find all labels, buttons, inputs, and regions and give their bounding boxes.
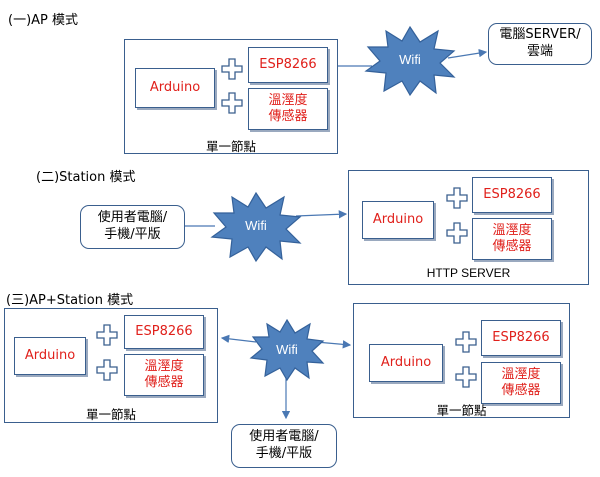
section3-heading: (三)AP+Station 模式 <box>6 293 134 308</box>
section3-right-node-caption: 單一節點 <box>436 403 487 418</box>
section2-sensor-box: 溫溼度 傳感器 <box>472 218 552 260</box>
section3-left-node-caption: 單一節點 <box>85 407 136 422</box>
plus-icon <box>221 92 243 114</box>
section3-right-esp-box: ESP8266 <box>481 320 561 356</box>
connector-wifi-node-2 <box>295 210 348 219</box>
section2-esp-box: ESP8266 <box>472 177 552 213</box>
section2-user-box: 使用者電腦/ 手機/平版 <box>80 205 185 249</box>
section3-left-sensor-box: 溫溼度 傳感器 <box>124 354 204 396</box>
section1-arduino-box: Arduino <box>135 68 215 108</box>
section1-esp-box: ESP8266 <box>248 47 328 83</box>
wifi-burst-icon <box>210 191 302 263</box>
section2-arduino-box: Arduino <box>362 201 434 239</box>
plus-icon <box>446 222 468 244</box>
plus-icon <box>455 331 477 353</box>
section3-right-sensor-box: 溫溼度 傳感器 <box>481 362 561 404</box>
section3-right-arduino-box: Arduino <box>369 344 443 382</box>
plus-icon <box>221 58 243 80</box>
section2-wifi-label: Wifi <box>245 218 267 233</box>
section3-user-box: 使用者電腦/ 手機/平版 <box>231 424 337 468</box>
section1-node-caption: 單一節點 <box>205 139 256 154</box>
section3-wifi-label: Wifi <box>276 342 298 357</box>
connector-left-wifi-3 <box>220 334 257 344</box>
plus-icon <box>96 359 118 381</box>
plus-icon <box>455 366 477 388</box>
section2-node-caption: HTTP SERVER <box>426 266 511 280</box>
section3-left-esp-box: ESP8266 <box>124 315 204 349</box>
section3-left-arduino-box: Arduino <box>14 337 86 375</box>
section1-wifi-label: Wifi <box>399 52 421 67</box>
plus-icon <box>446 187 468 209</box>
section1-sensor-box: 溫溼度 傳感器 <box>248 88 328 130</box>
wifi-burst-icon <box>364 25 456 97</box>
wifi-burst-icon <box>249 318 325 382</box>
connector-wifi-server-1 <box>447 48 488 59</box>
section2-heading: (二)Station 模式 <box>36 170 136 185</box>
section1-heading: (一)AP 模式 <box>8 13 79 28</box>
plus-icon <box>96 324 118 346</box>
section1-server-box: 電腦SERVER/ 雲端 <box>488 23 592 65</box>
